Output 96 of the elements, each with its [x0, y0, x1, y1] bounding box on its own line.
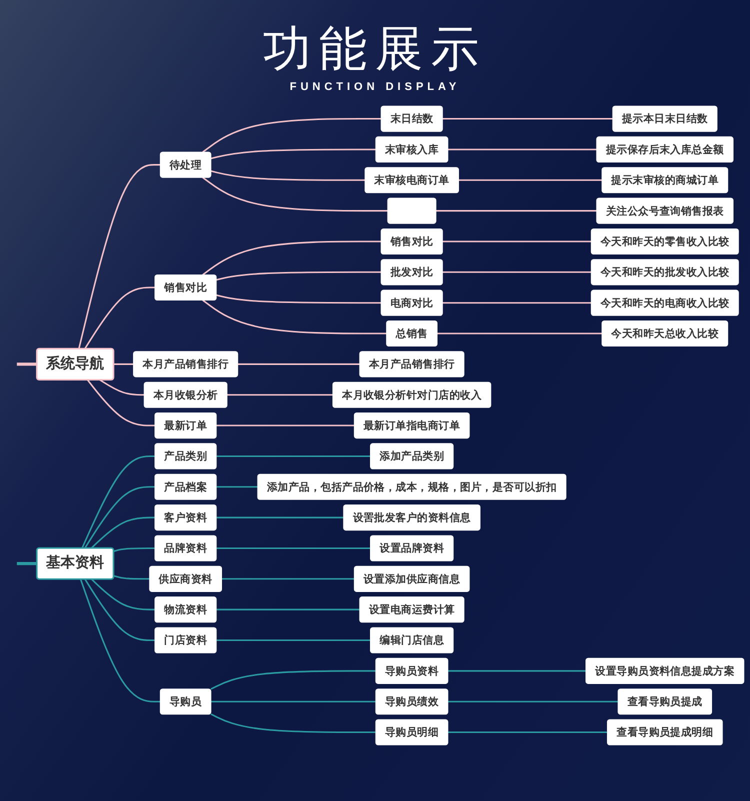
- connector: [202, 300, 386, 334]
- connector: [216, 639, 370, 642]
- node-box: 提示保存后末入库总金额: [596, 136, 734, 162]
- connector: [437, 332, 602, 334]
- node-box: 客户资料: [154, 504, 217, 531]
- connector: [442, 302, 592, 304]
- title: 功能展示: [263, 22, 487, 78]
- connector: [99, 379, 144, 396]
- node-box: 待处理: [160, 152, 212, 178]
- connector: [78, 164, 160, 349]
- node-box: 物流资料: [154, 596, 217, 623]
- node-box: 添加产品类别: [370, 443, 454, 470]
- connector: [216, 424, 354, 426]
- node-box: 提示本日末日结数: [612, 106, 718, 132]
- node-box: 设置添加供应商信息: [354, 566, 470, 592]
- node-box: 导购员: [160, 688, 212, 715]
- node-box: 导购员绩效: [375, 688, 448, 715]
- connector: [81, 455, 155, 548]
- node-box: 电商对比: [380, 290, 443, 316]
- node-box: 添加产品，包括产品价格，成本，规格，图片，是否可以折扣: [257, 474, 566, 500]
- connector: [202, 240, 382, 276]
- node-box: 查看导购员提成: [618, 688, 712, 715]
- node-box: 编辑门店信息: [370, 627, 454, 654]
- node-box: 设置电商运费计算: [359, 596, 464, 623]
- connector: [442, 240, 592, 242]
- node-box: 最新订单指电商订单: [354, 412, 470, 439]
- node-box: 供应商资料: [149, 566, 222, 592]
- connector: [448, 700, 618, 702]
- subtitle: FUNCTION DISPLAY: [290, 80, 460, 94]
- node-box: 设置导购员资料信息提成方案: [586, 658, 744, 684]
- node-box: [387, 198, 436, 224]
- connector: [113, 547, 155, 552]
- connector: [216, 516, 344, 518]
- node-box: 本月产品销售排行: [133, 351, 238, 378]
- node-box: 查看导购员提成明细: [606, 719, 723, 746]
- connector: [16, 562, 37, 566]
- connector: [86, 379, 155, 426]
- node-box: 提示末审核的商城订单: [602, 167, 728, 194]
- node-box: 今天和昨天的电商收入比较: [590, 290, 739, 316]
- connector: [238, 363, 360, 365]
- node-box: 产品档案: [154, 474, 217, 500]
- node-box: 总销售: [386, 320, 438, 347]
- connector: [216, 547, 370, 549]
- connector: [216, 455, 370, 457]
- connector: [216, 294, 382, 304]
- connector: [84, 578, 155, 642]
- connector: [448, 148, 597, 150]
- node-box: 设罟批发客户的资料信息: [343, 504, 480, 531]
- connector: [210, 700, 376, 702]
- connector: [90, 516, 155, 549]
- connector: [442, 118, 613, 120]
- node-box: 本月产品销售排行: [359, 351, 464, 378]
- node-box: 今天和昨天的批发收入比较: [590, 259, 739, 286]
- connector: [436, 210, 597, 212]
- node-box: 门店资料: [154, 627, 217, 654]
- node-box: 关注公众号查询销售报表: [596, 198, 734, 224]
- connector: [216, 271, 382, 281]
- connector: [113, 575, 150, 580]
- connector: [210, 670, 376, 690]
- connector: [216, 486, 258, 488]
- connector: [458, 179, 602, 181]
- connector: [442, 271, 592, 273]
- node-box: 产品类别: [154, 443, 217, 470]
- connector: [210, 170, 366, 181]
- node-box: 批发对比: [380, 259, 443, 286]
- connector: [227, 394, 333, 396]
- connector: [114, 363, 134, 365]
- connector: [210, 148, 376, 160]
- connector: [84, 286, 155, 350]
- node-box: 今天和昨天的零售收入比较: [590, 228, 739, 255]
- node-box: 末审核电商订单: [364, 167, 459, 194]
- connector: [202, 176, 388, 212]
- connector: [448, 670, 586, 672]
- node-box: 导购员资料: [375, 658, 448, 684]
- node-box: 销售对比: [154, 274, 217, 301]
- connector: [448, 732, 608, 734]
- node-box: 品牌资料: [154, 535, 217, 562]
- node-box: 销售对比: [380, 228, 443, 255]
- connector: [80, 578, 160, 702]
- node-box: 设置品牌资料: [370, 535, 454, 562]
- node-box: 末日结数: [380, 106, 443, 132]
- node-box: 末审核入库: [375, 136, 448, 162]
- node-box: 系统导航: [36, 348, 114, 380]
- node-box: 最新订单: [154, 412, 217, 439]
- connector: [202, 118, 382, 153]
- node-box: 本月收银分析: [144, 382, 228, 408]
- node-box: 导购员明细: [375, 719, 448, 746]
- connector: [210, 713, 376, 734]
- connector: [84, 486, 155, 548]
- connector: [222, 578, 354, 580]
- node-box: 今天和昨天总收入比较: [602, 320, 728, 347]
- node-box: 基本资料: [36, 547, 114, 580]
- connector: [216, 608, 360, 610]
- connector: [16, 362, 37, 366]
- connector: [90, 578, 155, 610]
- node-box: 本月收银分析针对门店的收入: [332, 382, 492, 408]
